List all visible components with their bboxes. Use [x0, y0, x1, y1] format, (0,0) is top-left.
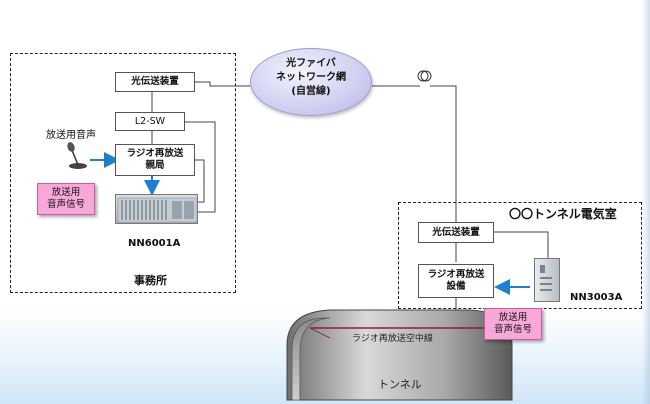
office-radio-master-line1: ラジオ再放送: [126, 148, 184, 159]
fiber-network-cloud: 光ファイバ ネットワーク網 (自営線): [250, 48, 372, 116]
office-zone: [10, 53, 236, 293]
office-radio-master: ラジオ再放送 親局: [115, 144, 195, 176]
tunnel-radio-unit-line1: ラジオ再放送: [427, 269, 485, 280]
tunnel-radio-unit-line2: 設備: [446, 281, 466, 292]
office-mic-label: 放送用音声: [46, 130, 96, 141]
mic-head-icon: [67, 142, 75, 152]
office-audio-signal-line2: 音声信号: [46, 199, 85, 210]
tunnel-radio-unit: ラジオ再放送 設備: [418, 264, 494, 298]
office-audio-signal-box: 放送用 音声信号: [37, 183, 95, 215]
line-tunnel-optical-to-equip: [494, 231, 549, 258]
tunnel-audio-signal-line2: 音声信号: [493, 324, 532, 335]
office-zone-label: 事務所: [134, 274, 167, 287]
nn6001a-label: NN6001A: [128, 238, 181, 249]
line-optical-to-cloud: [195, 81, 250, 87]
cloud-line2: ネットワーク網: [276, 72, 346, 83]
nn3003a-label: NN3003A: [570, 292, 623, 303]
tunnel-room-zone-label: 〇〇トンネル電気室: [509, 207, 617, 221]
tunnel-audio-signal-box: 放送用 音声信号: [484, 308, 542, 340]
mic-base-icon: [69, 163, 87, 169]
tunnel-optical-unit: 光伝送装置: [418, 222, 494, 243]
nn6001a-rack-icon: [115, 194, 198, 224]
office-radio-master-line2: 親局: [145, 160, 165, 171]
office-l2-switch: L2-SW: [115, 112, 185, 131]
nn3003a-device-icon: [534, 258, 560, 302]
cloud-line3: (自営線): [291, 86, 331, 97]
edge-shadow: [642, 0, 650, 404]
line-radio-to-rack: [195, 159, 205, 203]
tunnel-portal: [291, 317, 331, 401]
office-audio-signal-line1: 放送用: [51, 187, 81, 198]
office-optical-unit: 光伝送装置: [115, 72, 195, 92]
fiber-coil-icon: [417, 70, 429, 82]
tunnel-label: トンネル: [378, 378, 422, 391]
cloud-line1: 光ファイバ: [286, 58, 336, 69]
tunnel-audio-signal-line1: 放送用: [498, 312, 528, 323]
aerial-line-label: ラジオ再放送空中線: [352, 334, 433, 344]
line-coil-to-tunnel-optical: [430, 85, 457, 222]
mic-stem-icon: [71, 149, 79, 166]
line-switch-to-rack: [185, 121, 216, 213]
